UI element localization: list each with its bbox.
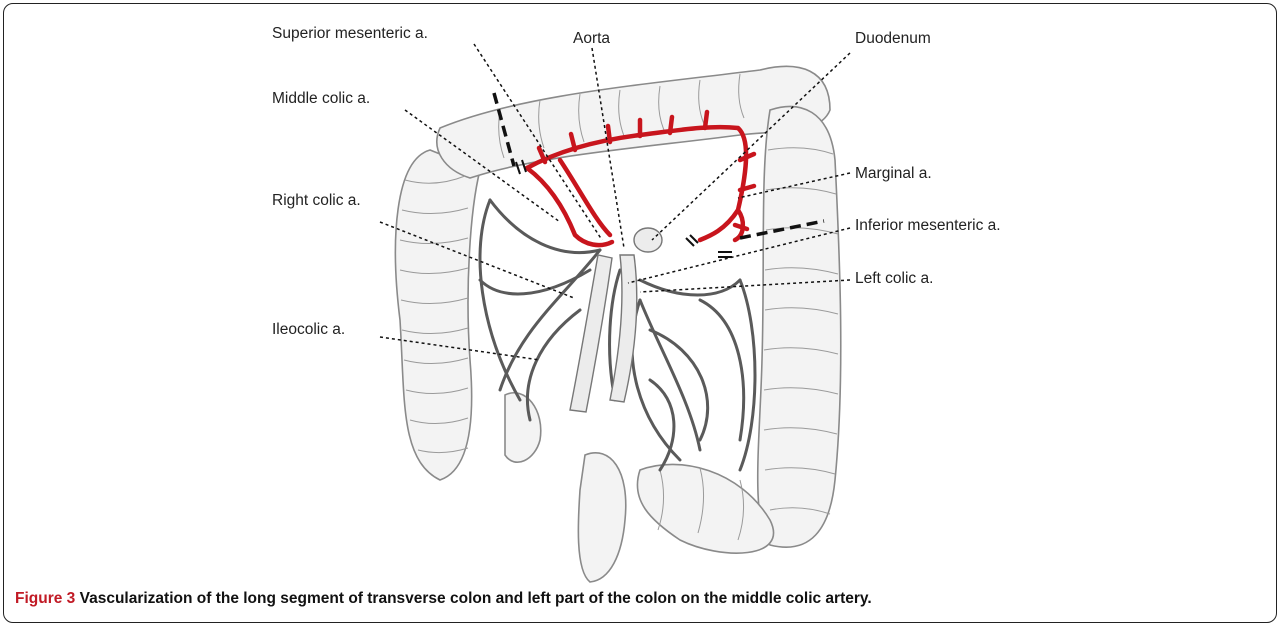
label-superior-mesenteric: Superior mesenteric a. [272, 26, 428, 42]
descending-colon [758, 107, 841, 548]
caption-text: Vascularization of the long segment of t… [75, 590, 871, 607]
figure-number: Figure 3 [15, 590, 75, 607]
label-inferior-mesenteric: Inferior mesenteric a. [855, 218, 1001, 234]
label-ileocolic: Ileocolic a. [272, 322, 345, 338]
label-duodenum: Duodenum [855, 31, 931, 47]
label-right-colic: Right colic a. [272, 193, 361, 209]
cecum [505, 393, 541, 462]
label-middle-colic: Middle colic a. [272, 91, 370, 107]
label-marginal: Marginal a. [855, 166, 932, 182]
rectum [578, 453, 625, 582]
label-left-colic: Left colic a. [855, 271, 933, 287]
figure-caption: Figure 3 Vascularization of the long seg… [15, 590, 872, 608]
ascending-colon [395, 150, 480, 480]
duodenum-shape [634, 228, 662, 252]
sigmoid-colon [637, 464, 773, 553]
colon [395, 66, 840, 582]
label-aorta: Aorta [573, 31, 610, 47]
ligation-markers [516, 160, 732, 257]
